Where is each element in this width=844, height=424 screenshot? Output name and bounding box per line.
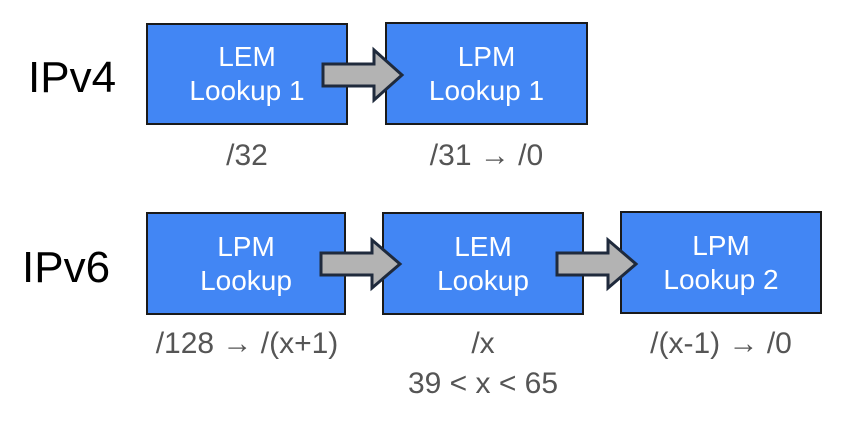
- ipv4-lpm-caption: /31 → /0: [429, 139, 544, 172]
- ipv6-lpm-lookup-line2: Lookup: [200, 264, 292, 296]
- ipv6-lpm-lookup-2-box: LPM Lookup 2: [620, 211, 822, 314]
- ipv4-flow-arrow: [321, 46, 405, 104]
- ipv6-lem-caption: /x: [471, 327, 495, 360]
- ipv6-lpm-lookup-2-line2: Lookup 2: [663, 263, 779, 295]
- ipv4-lpm-lookup-1-box: LPM Lookup 1: [385, 22, 588, 125]
- ipv4-lem-lookup-1-line1: LEM: [218, 41, 276, 72]
- ipv6-lpm-2-caption: /(x-1) → /0: [650, 327, 792, 360]
- ipv4-lem-lookup-1-line2: Lookup 1: [189, 75, 305, 106]
- ipv6-lpm-lookup-box: LPM Lookup: [146, 212, 346, 315]
- ipv6-lem-lookup-line1: LEM: [454, 230, 512, 262]
- ipv4-lem-caption: /32: [226, 139, 268, 172]
- ipv4-label: IPv4: [28, 53, 117, 102]
- ipv6-flow-arrow-2: [555, 236, 639, 292]
- ipv6-lem-lookup-line2: Lookup: [437, 264, 529, 296]
- ipv6-lpm-lookup-line1: LPM: [217, 230, 275, 262]
- ipv4-lem-lookup-1-box: LEM Lookup 1: [146, 23, 348, 125]
- ipv4-lpm-lookup-1-line2: Lookup 1: [428, 74, 545, 106]
- ipv6-label: IPv6: [22, 243, 111, 292]
- ipv4-lpm-lookup-1-line1: LPM: [457, 40, 516, 72]
- ipv6-flow-arrow-1: [319, 236, 403, 292]
- ipv6-lpm-caption: /128 → /(x+1): [155, 327, 339, 360]
- ipv6-lpm-lookup-2-line1: LPM: [692, 229, 750, 261]
- ipv6-lem-range-caption: 39 < x < 65: [407, 367, 559, 400]
- ipv6-lem-lookup-box: LEM Lookup: [382, 212, 584, 315]
